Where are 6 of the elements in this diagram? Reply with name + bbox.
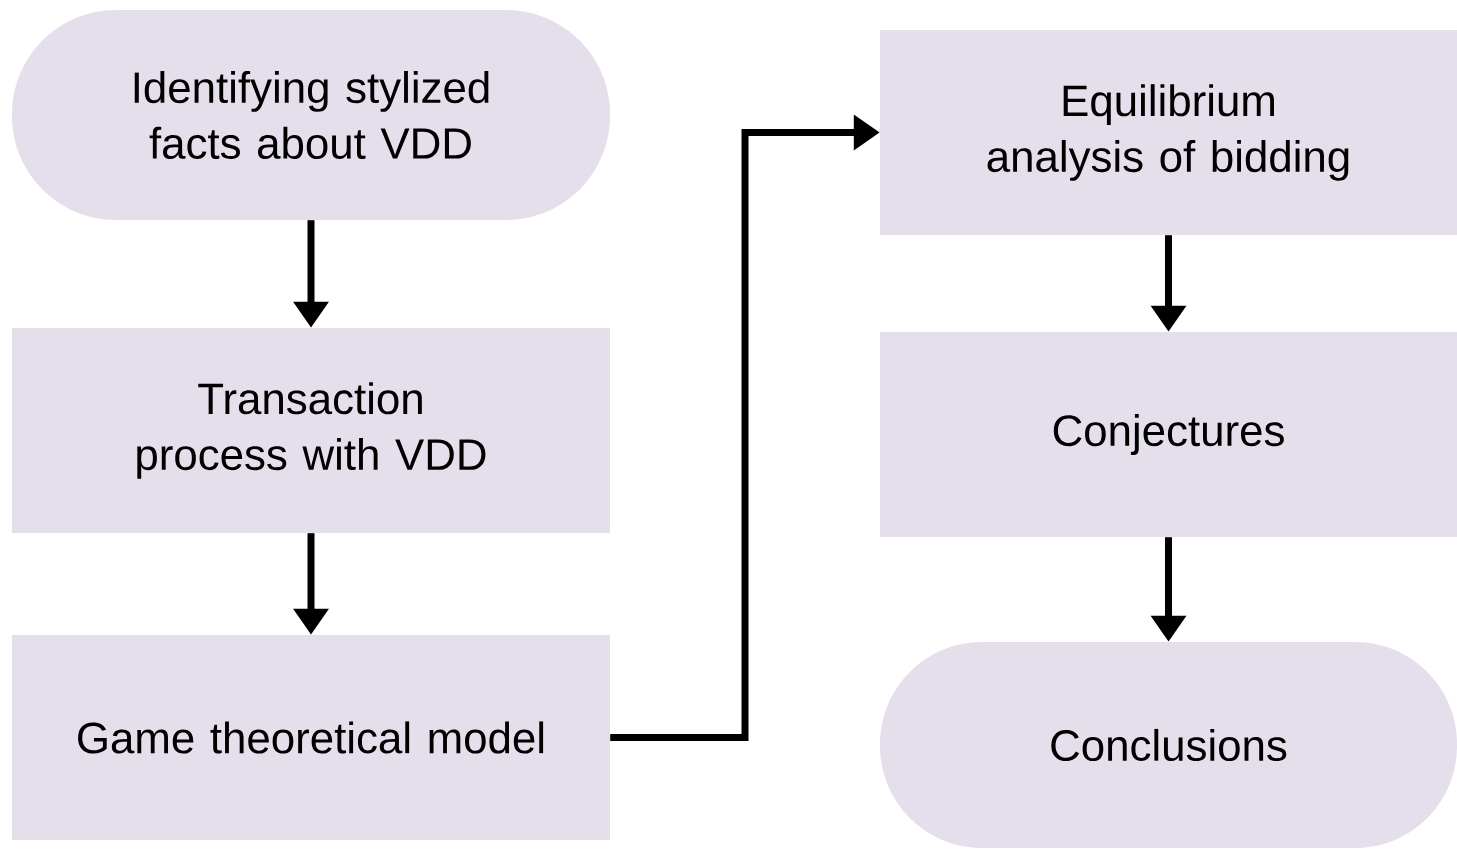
terminal-box: Conclusions: [880, 642, 1457, 848]
process-box: Conjectures: [880, 332, 1457, 537]
process-box: Game theoretical model: [12, 635, 610, 840]
process-box: Equilibrium analysis of bidding: [880, 30, 1457, 235]
terminal-box: Identifying stylized facts about VDD: [12, 10, 610, 220]
process-box: Transaction process with VDD: [12, 328, 610, 533]
